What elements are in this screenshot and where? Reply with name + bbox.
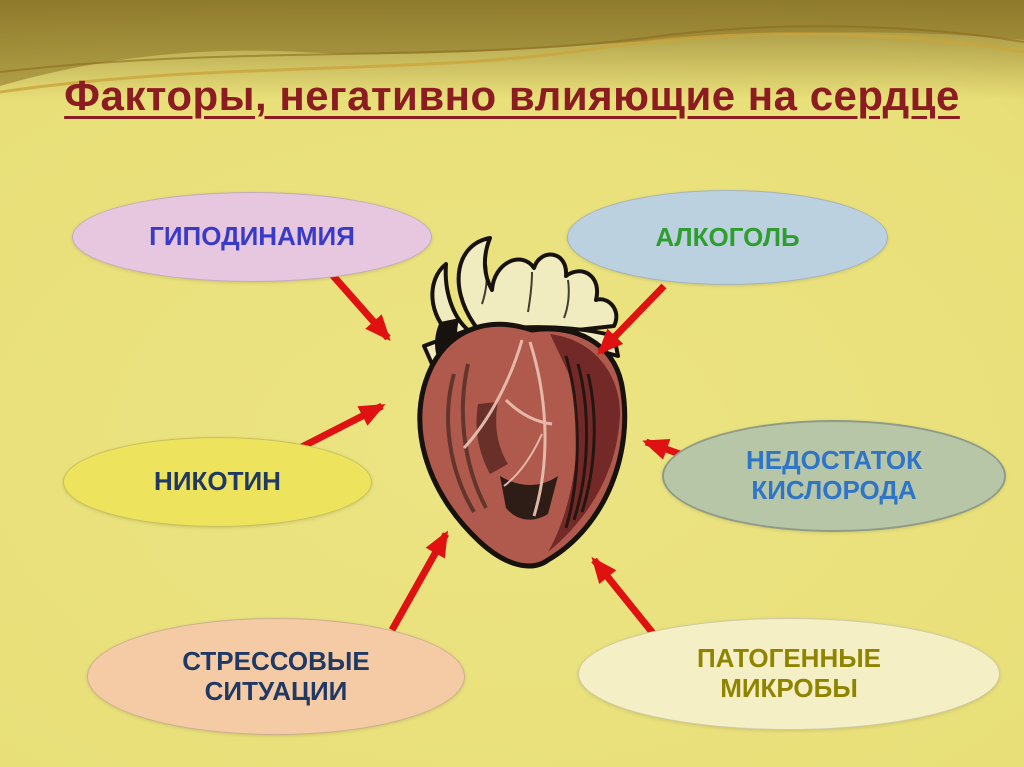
heart-coronary-arteries [462,339,553,517]
page-title: Факторы, негативно влияющие на сердце [64,72,960,119]
factor-label: ГИПОДИНАМИЯ [149,221,355,252]
heart-shading-right [548,334,620,552]
heart-dark-patch-bottom [500,476,558,520]
factor-ellipse-alcohol: АЛКОГОЛЬ [567,190,888,285]
heart-aorta [456,236,619,342]
arrow-alcohol-to-heart [597,283,667,355]
factor-ellipse-stress: СТРЕССОВЫЕ СИТУАЦИИ [87,618,465,735]
factor-label: АЛКОГОЛЬ [655,221,800,252]
factor-ellipse-hypodynamia: ГИПОДИНАМИЯ [72,192,432,282]
factor-ellipse-nicotine: НИКОТИН [63,437,372,527]
factor-ellipse-pathogenic-microbes: ПАТОГЕННЫЕ МИКРОБЫ [578,618,1000,730]
factor-label: СТРЕССОВЫЕ СИТУАЦИИ [182,645,370,706]
arrow-stress-to-heart [388,530,450,632]
factor-label: ПАТОГЕННЫЕ МИКРОБЫ [696,643,882,703]
top-swoosh-decoration [0,0,1024,94]
factor-label: НЕДОСТАТОК КИСЛОРОДА [745,445,923,505]
factor-ellipse-oxygen-deficiency: НЕДОСТАТОК КИСЛОРОДА [662,420,1006,532]
arrow-microbes-to-heart [591,556,663,645]
factor-label: НИКОТИН [154,466,281,497]
arrow-hypodynamia-to-heart [325,267,391,341]
